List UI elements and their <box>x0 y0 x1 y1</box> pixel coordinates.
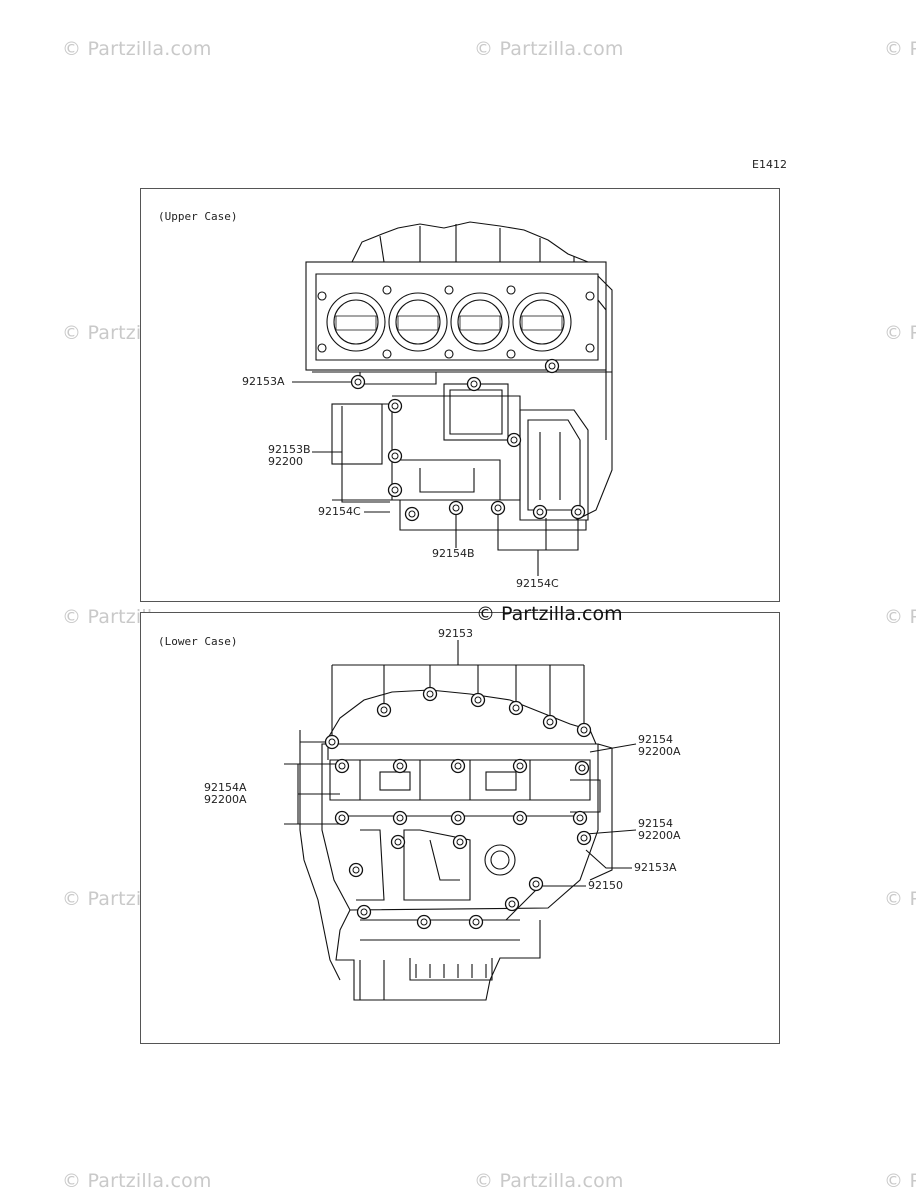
bolt-marker <box>512 810 528 826</box>
part-label: 92153 <box>438 627 473 640</box>
bolt-marker <box>390 834 406 850</box>
bolt-marker <box>376 702 392 718</box>
upper-case-panel <box>140 188 780 602</box>
bolt-marker <box>570 504 586 520</box>
bolt-marker <box>450 758 466 774</box>
bolt-marker <box>392 758 408 774</box>
bolt-marker <box>490 500 506 516</box>
bolt-marker <box>404 506 420 522</box>
part-label: 92154B <box>432 547 475 560</box>
bolt-marker <box>387 398 403 414</box>
bolt-marker <box>470 692 486 708</box>
bolt-marker <box>466 376 482 392</box>
bolt-marker <box>422 686 438 702</box>
center-watermark: © Partzilla.com <box>476 603 623 625</box>
bolt-marker <box>572 810 588 826</box>
watermark: © Partzilla.com <box>884 888 916 910</box>
watermark: © Partzilla.com <box>474 38 624 60</box>
part-label: 92200A <box>638 829 681 842</box>
part-label: 92200 <box>268 455 303 468</box>
watermark: © Partzilla.com <box>884 1170 916 1192</box>
part-label: 92154 <box>638 733 673 746</box>
watermark: © Partzilla.com <box>62 38 212 60</box>
lower-case-title: (Lower Case) <box>158 635 238 648</box>
bolt-marker <box>544 358 560 374</box>
bolt-marker <box>348 862 364 878</box>
part-label: 92150 <box>588 879 623 892</box>
bolt-marker <box>574 760 590 776</box>
part-label: 92153A <box>242 375 285 388</box>
part-label: 92200A <box>204 793 247 806</box>
bolt-marker <box>448 500 464 516</box>
upper-case-drawing <box>292 221 613 576</box>
bolt-marker <box>334 758 350 774</box>
bolt-marker <box>350 374 366 390</box>
part-label: 92154 <box>638 817 673 830</box>
part-label: 92200A <box>638 745 681 758</box>
bolt-marker <box>392 810 408 826</box>
lower-case-drawing <box>284 640 637 1001</box>
bolt-marker <box>532 504 548 520</box>
bolt-marker <box>576 830 592 846</box>
part-label: 92154C <box>318 505 361 518</box>
watermark: © Partzilla.com <box>884 322 916 344</box>
bolt-marker <box>356 904 372 920</box>
watermark: © Partzilla.com <box>474 1170 624 1192</box>
part-label: 92153B <box>268 443 311 456</box>
bolt-marker <box>576 722 592 738</box>
bolt-marker <box>324 734 340 750</box>
bolt-marker <box>508 700 524 716</box>
watermark: © Partzilla.com <box>884 38 916 60</box>
part-label: 92154C <box>516 577 559 590</box>
watermark: © Partzilla.com <box>884 606 916 628</box>
part-label: 92153A <box>634 861 677 874</box>
bolt-marker <box>416 914 432 930</box>
part-label: 92154A <box>204 781 247 794</box>
bolt-marker <box>512 758 528 774</box>
watermark: © Partzilla.com <box>62 1170 212 1192</box>
bolt-marker <box>506 432 522 448</box>
bolt-marker <box>387 448 403 464</box>
bolt-marker <box>468 914 484 930</box>
bolt-marker <box>504 896 520 912</box>
upper-case-title: (Upper Case) <box>158 210 238 223</box>
bolt-marker <box>387 482 403 498</box>
bolt-marker <box>542 714 558 730</box>
bolt-marker <box>452 834 468 850</box>
figure-code: E1412 <box>752 158 787 171</box>
lower-case-bolts <box>324 686 592 930</box>
bolt-marker <box>334 810 350 826</box>
bolt-marker <box>450 810 466 826</box>
bolt-marker <box>528 876 544 892</box>
lower-case-panel <box>140 612 780 1044</box>
